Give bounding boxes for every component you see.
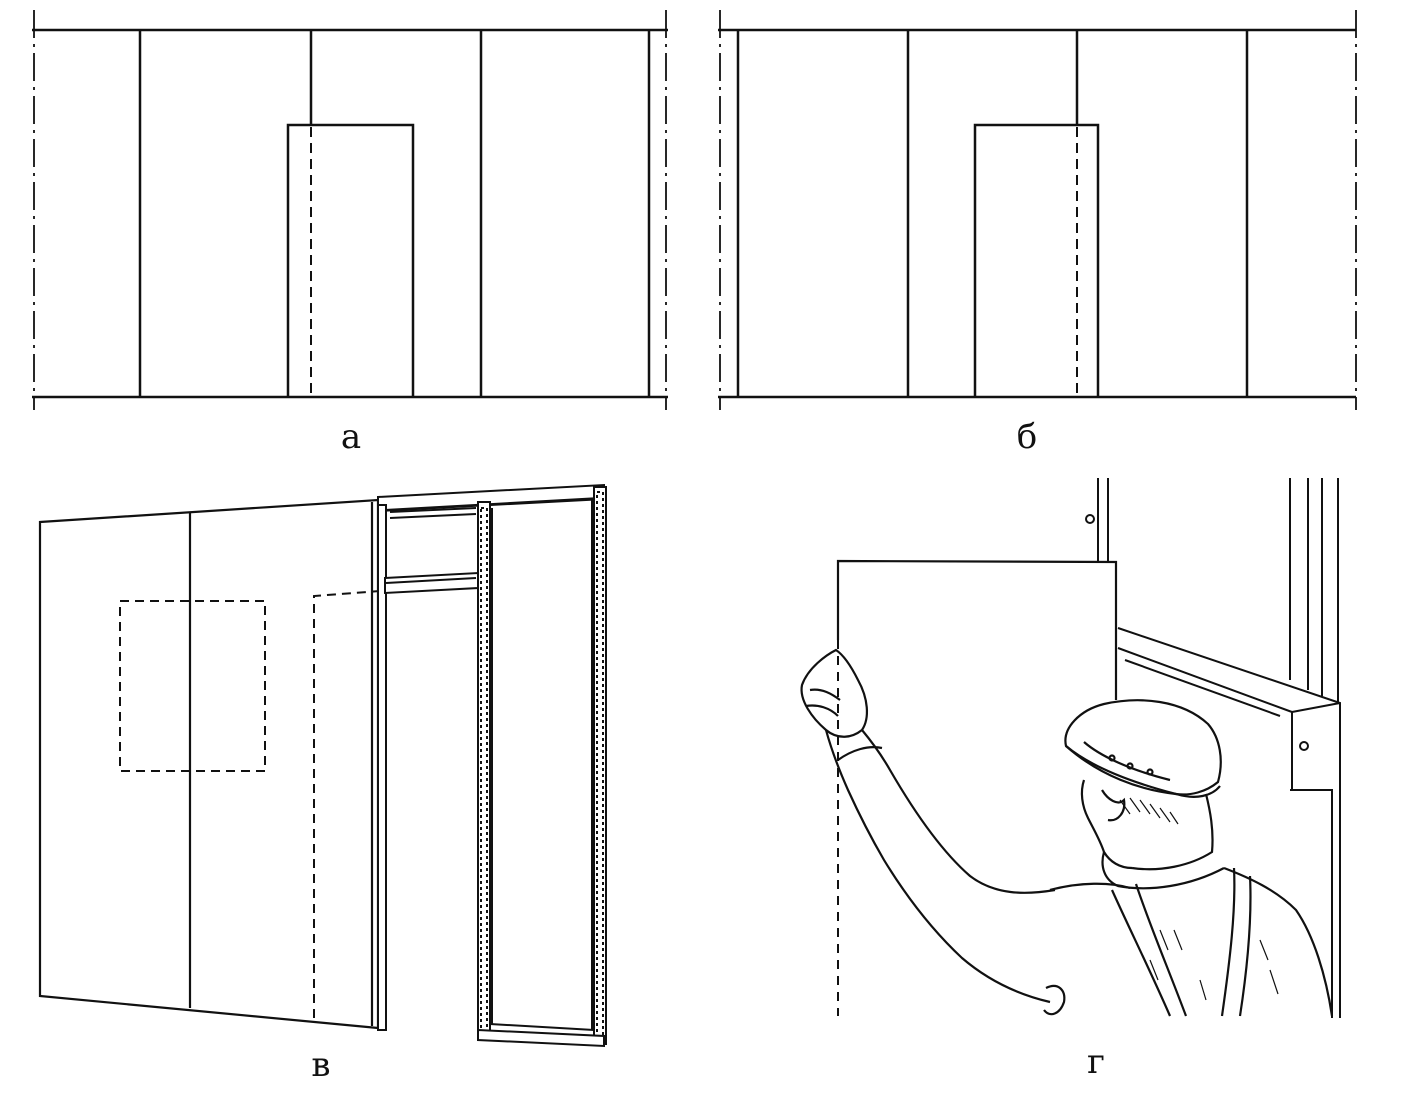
panel-a-door-opening [286, 123, 415, 397]
panel-g-existing-wall [1085, 478, 1341, 1018]
panel-b-outline [718, 28, 1356, 399]
panel-v-metal-frame [377, 483, 607, 1048]
panel-a-outline [32, 28, 668, 399]
panel-v-hidden-door-outline [313, 590, 381, 1018]
panel-v-perspective-wall: в [38, 483, 607, 1085]
panel-a-label: а [341, 417, 361, 457]
panel-b-elevation: б [718, 10, 1357, 457]
panel-a-elevation: а [32, 10, 668, 457]
panel-v-label: в [311, 1045, 330, 1085]
panel-v-drywall-sheets [38, 498, 380, 1030]
panel-v-hidden-window-outline [119, 600, 266, 772]
panel-g-label: г [1087, 1042, 1105, 1082]
panel-g-worker [800, 648, 1334, 1017]
panel-a-sheet-joints [138, 30, 651, 397]
panel-b-sheet-joints [736, 30, 1249, 397]
panel-b-label: б [1017, 417, 1037, 457]
panel-g-new-sheet [836, 559, 1118, 700]
panel-b-door-opening [973, 123, 1100, 397]
panel-g-installation-scene: г [800, 478, 1341, 1082]
panel-g-hatching [1119, 797, 1279, 1001]
